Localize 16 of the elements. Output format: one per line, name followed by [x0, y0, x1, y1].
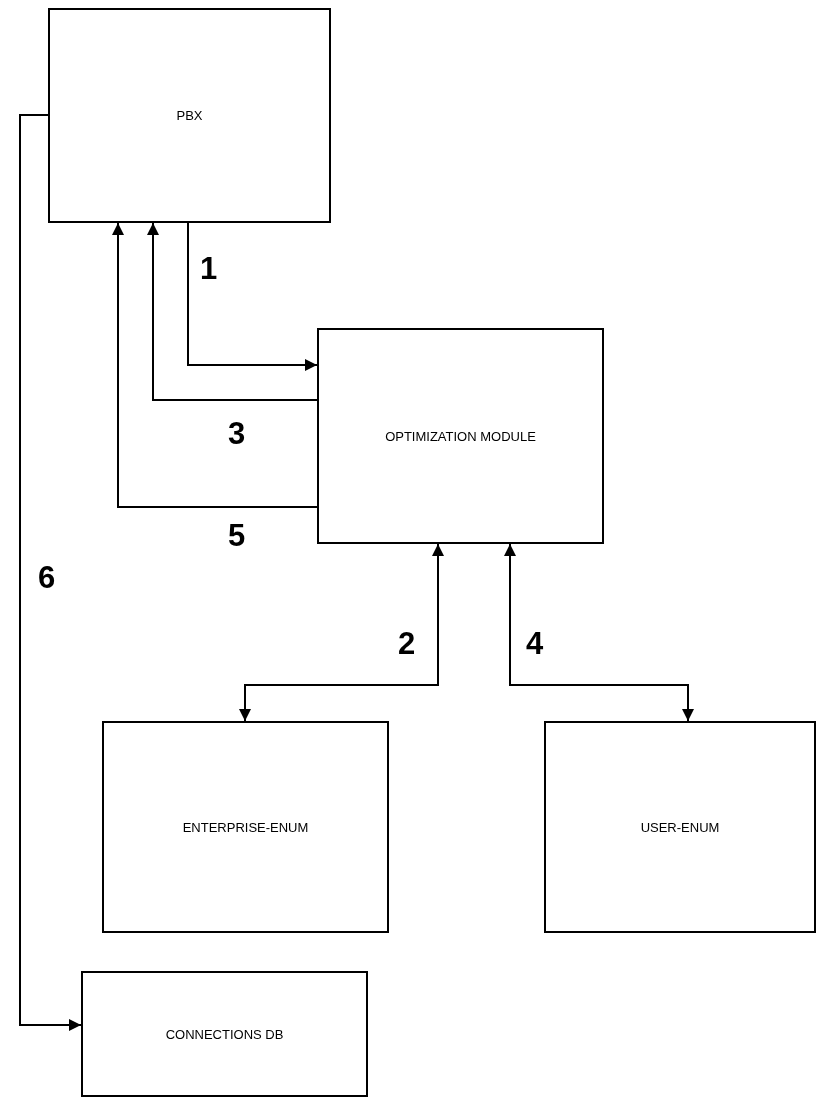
- process-box: [317, 328, 604, 544]
- arrow: [187, 222, 318, 371]
- arrow: [112, 222, 318, 508]
- box-label: OPTIMIZATION MODULE: [385, 428, 536, 444]
- process-box: [544, 721, 816, 933]
- box-label: PBX: [176, 108, 203, 123]
- process-box: [102, 721, 389, 933]
- box-label: CONNECTIONS DB: [165, 1026, 284, 1042]
- process-box: [48, 8, 331, 223]
- arrow: [239, 543, 444, 722]
- arrow: [504, 543, 694, 722]
- box-label: ENTERPRISE-ENUM: [182, 819, 309, 835]
- arrow: [147, 222, 318, 401]
- box-label: USER-ENUM: [640, 819, 720, 835]
- process-box: [81, 971, 368, 1097]
- arrow: [19, 114, 82, 1031]
